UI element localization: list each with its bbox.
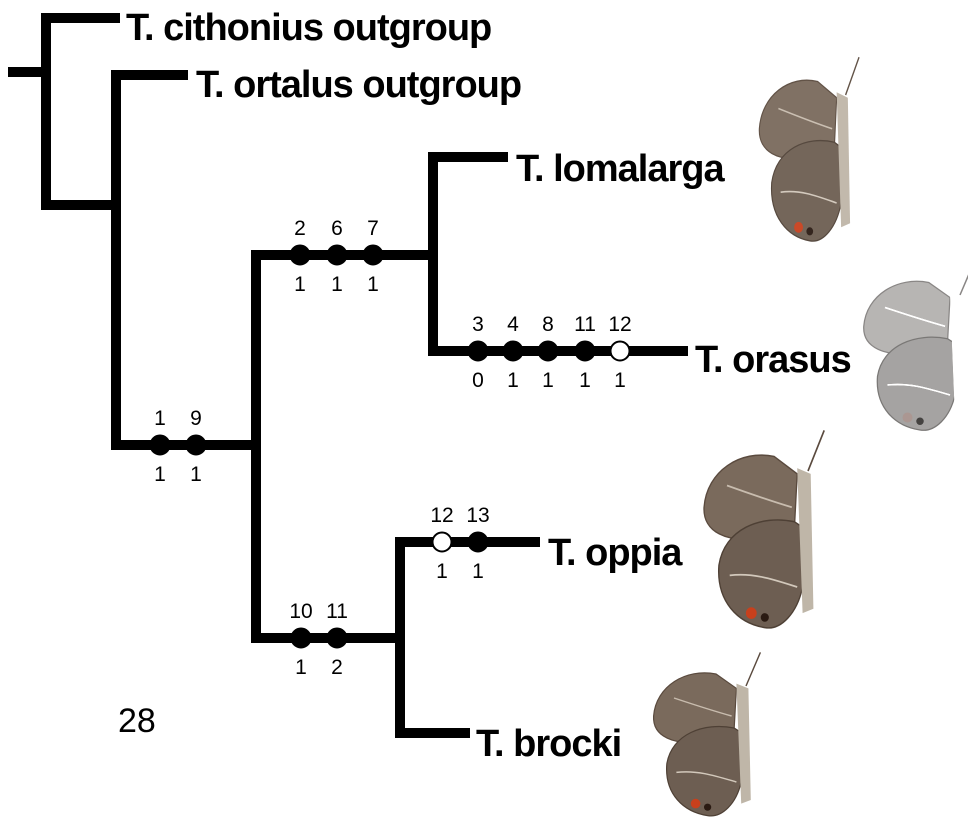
character-number: 7 <box>367 217 379 240</box>
taxon-label-cithonius: T. cithonius outgroup <box>126 7 491 49</box>
synapomorphy-marker <box>364 246 383 265</box>
character-number: 8 <box>542 313 554 336</box>
character-state: 1 <box>294 273 306 296</box>
synapomorphy-marker <box>187 436 206 455</box>
figure-number: 28 <box>118 702 156 740</box>
character-state: 1 <box>190 463 202 486</box>
butterfly-icon <box>759 57 859 241</box>
character-state: 1 <box>579 369 591 392</box>
character-number: 1 <box>154 407 166 430</box>
character-number: 12 <box>430 504 453 527</box>
taxon-label-orasus: T. orasus <box>695 339 851 381</box>
character-number: 6 <box>331 217 343 240</box>
synapomorphy-marker <box>504 342 523 361</box>
synapomorphy-marker <box>291 246 310 265</box>
character-number: 13 <box>466 504 489 527</box>
character-state: 1 <box>154 463 166 486</box>
synapomorphy-marker <box>328 629 347 648</box>
character-number: 10 <box>289 600 312 623</box>
character-number: 3 <box>472 313 484 336</box>
taxon-label-brocki: T. brocki <box>476 723 621 765</box>
synapomorphy-marker <box>576 342 595 361</box>
synapomorphy-marker <box>292 629 311 648</box>
homoplasy-marker <box>611 342 630 361</box>
character-number: 9 <box>190 407 202 430</box>
character-state: 2 <box>331 656 343 679</box>
character-number: 2 <box>294 217 306 240</box>
taxon-label-ortalus: T. ortalus outgroup <box>196 64 521 106</box>
character-state: 1 <box>367 273 379 296</box>
synapomorphy-marker <box>328 246 347 265</box>
character-state: 1 <box>614 369 626 392</box>
synapomorphy-marker <box>469 342 488 361</box>
character-number: 11 <box>326 600 348 623</box>
synapomorphy-marker <box>539 342 558 361</box>
taxon-label-oppia: T. oppia <box>548 532 683 574</box>
character-state: 1 <box>436 560 448 583</box>
butterfly-icon <box>654 652 761 815</box>
character-number: 11 <box>574 313 596 336</box>
butterfly-icon <box>704 430 824 628</box>
character-state: 1 <box>331 273 343 296</box>
synapomorphy-marker <box>469 533 488 552</box>
synapomorphy-marker <box>151 436 170 455</box>
homoplasy-marker <box>433 533 452 552</box>
character-state: 1 <box>295 656 307 679</box>
character-state: 1 <box>472 560 484 583</box>
butterfly-icon <box>864 260 968 430</box>
taxon-label-lomalarga: T. lomalarga <box>516 148 725 190</box>
character-state: 0 <box>472 369 484 392</box>
character-state: 1 <box>542 369 554 392</box>
character-number: 12 <box>608 313 631 336</box>
character-state: 1 <box>507 369 519 392</box>
character-number: 4 <box>507 313 519 336</box>
